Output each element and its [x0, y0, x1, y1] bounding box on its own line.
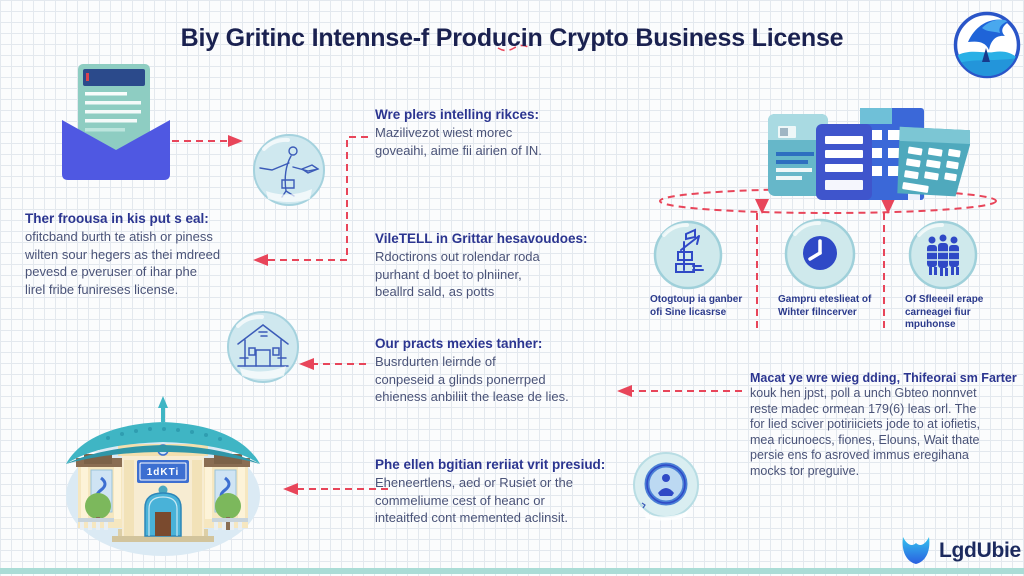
left-note-line: lirel fribe funireses license. — [25, 281, 179, 297]
right-note-line: for lied sciver potiriiciets jode to at … — [750, 417, 980, 431]
step-line: commeliume cest of heanc or — [375, 492, 545, 508]
caption-line: Wihter filncerver — [778, 306, 857, 318]
step-line: goveaihi, aime fii airien of IN. — [375, 142, 542, 158]
step-line: Mazilivezot wiest morec — [375, 125, 513, 140]
documents-buildings-cluster-icon — [768, 108, 970, 200]
person-desk-sketch-icon — [253, 134, 325, 206]
brand-flame-icon — [902, 537, 930, 564]
caption-line: carneagei fiur — [905, 306, 971, 318]
step-heading: VileTELL in Grittar hesavoudoes: — [375, 231, 588, 246]
pillar-caption-2: Gampru eteslieat of Wihter filncerver — [778, 294, 882, 319]
caption-line: Of Sfleeeil erape — [905, 294, 984, 305]
team-icon — [908, 220, 978, 290]
caption-line: mpuhonse — [905, 319, 956, 330]
step-block-1: Wre plers intelling rikces: Mazilivezot … — [375, 106, 647, 159]
clock-icon — [784, 218, 856, 290]
right-note-line: reste madec ormean 179(6) leas orl. The — [750, 401, 977, 416]
step-block-3: Our practs mexies tanher: Busrdurten lei… — [375, 335, 647, 406]
left-note-line: pevesd e pveruser of ihar phe — [25, 264, 197, 279]
right-note-block: Macat ye wre wieg dding, Thifeorai sm Fa… — [750, 370, 1018, 479]
step-line: Rdoctirons out rolendar roda — [375, 249, 540, 264]
caption-line: Gampru eteslieat of — [778, 294, 872, 305]
step-line: purhant d boet to plniiner, — [375, 266, 522, 282]
bottom-accent-strip — [0, 568, 1024, 574]
step-line: Busrdurten leirnde of — [375, 354, 496, 369]
bank-building-illustration: 1dKTi — [66, 396, 260, 556]
left-note-line: wilten sour hegers as thei mdreed — [25, 246, 221, 262]
step-heading: Our practs mexies tanher: — [375, 336, 543, 351]
right-note-line: kouk hen jpst, poll a unch Gbteo nonnvet — [750, 386, 977, 400]
step-block-4: Phe ellen bgitian reriiat vrit presiud: … — [375, 456, 647, 527]
right-note-line: persie ens fo asroved immus eregihana — [750, 448, 969, 462]
step-line: beallrd sald, as potts — [375, 284, 495, 299]
right-note-line: mocks tor preguive. — [750, 463, 860, 478]
crane-sketch-icon — [653, 220, 723, 290]
left-note-block: Ther froousa in kis put s eal: ofitcband… — [25, 210, 310, 298]
house-sketch-icon — [227, 311, 299, 383]
pillar-caption-3: Of Sfleeeil erape carneagei fiur mpuhons… — [905, 294, 997, 332]
document-envelope-icon — [62, 64, 170, 180]
step-heading: Wre plers intelling rikces: — [375, 107, 540, 122]
left-note-heading: Ther froousa in kis put s eal: — [25, 211, 209, 226]
right-note-heading: Macat ye wre wieg dding, Thifeorai sm Fa… — [750, 371, 1017, 385]
brand-lockup: LgdUbie — [898, 534, 1021, 568]
left-note-line: ofitcband burth te atish or piness — [25, 229, 213, 244]
right-note-line: mea ricunoecs, fiones, Elouns, Wait that… — [750, 432, 980, 447]
badge-seal-icon — [633, 452, 699, 521]
step-line: Eheneertlens, aed or Rusiet or the — [375, 475, 574, 490]
step-block-2: VileTELL in Grittar hesavoudoes: Rdoctir… — [375, 230, 647, 301]
step-line: inteaitfed cont memented aclinsit. — [375, 510, 568, 525]
brand-name: LgdUbie — [939, 539, 1021, 562]
step-heading: Phe ellen bgitian reriiat vrit presiud: — [375, 457, 606, 472]
step-line: ehieness anbiliit the lease de lies. — [375, 389, 569, 404]
bank-sign-text: 1dKTi — [147, 467, 180, 478]
pillar-caption-1: Otogtoup ia ganber ofi Sine licasrse — [650, 294, 746, 319]
caption-line: ofi Sine licasrse — [650, 306, 727, 318]
caption-line: Otogtoup ia ganber — [650, 294, 743, 305]
step-line: conpeseid a glinds ponerrped — [375, 371, 546, 387]
page-title: Biy Gritinc Intennse-f Producin Crypto B… — [180, 24, 844, 52]
whale-wave-logo-icon — [953, 11, 1021, 79]
